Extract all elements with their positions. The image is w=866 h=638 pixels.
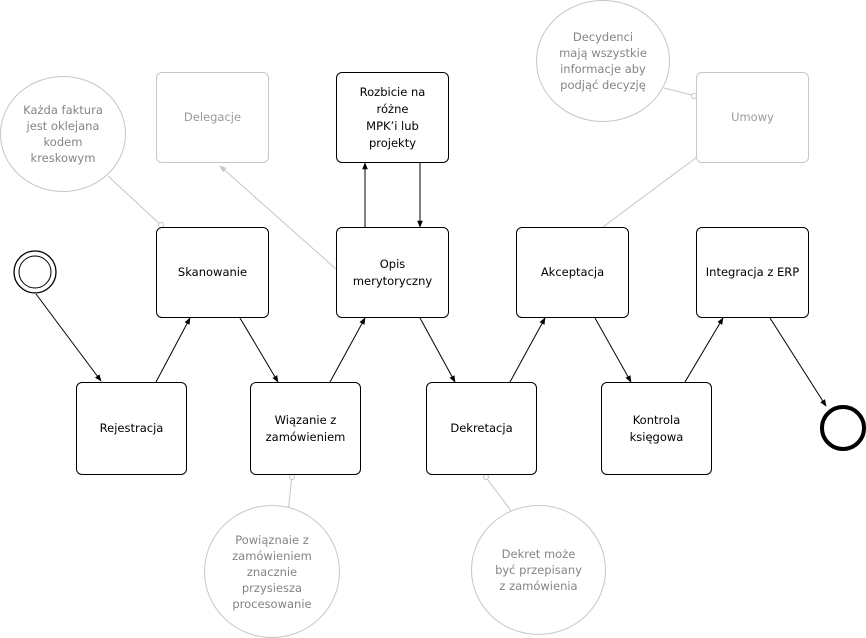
- note-decydenci-text: Decydenci mają wszystkie informacje aby …: [559, 30, 647, 92]
- arrow-opis-dekretacja: [419, 317, 456, 383]
- arrow-opis-delegacje: [219, 165, 337, 270]
- note-powiazanie: Powiąznaie z zamówieniem znacznie przysi…: [204, 505, 340, 638]
- note-faktura: Każda faktura jest oklejana kodem kresko…: [0, 76, 126, 192]
- arrow-akceptacja-kontrola: [594, 317, 632, 383]
- task-rozbicie-label: Rozbicie na różne MPK’i lub projekty: [359, 84, 426, 150]
- task-kontrola: Kontrola księgowa: [601, 382, 712, 475]
- arrow-rejestracja-skanowanie: [155, 317, 191, 383]
- note-dekret: Dekret może być przepisany z zamówienia: [471, 505, 606, 635]
- arrow-dekretacja-akceptacja: [509, 317, 546, 383]
- task-opis-label: Opis merytoryczny: [352, 256, 433, 288]
- note-dekret-text: Dekret może być przepisany z zamówienia: [495, 547, 582, 593]
- connector-akceptacja-umowy: [602, 156, 698, 228]
- note-anchor-powiazanie: [289, 474, 295, 480]
- note-anchor-dekret: [483, 474, 489, 480]
- task-integracja: Integracja z ERP: [696, 227, 809, 318]
- task-rejestracja: Rejestracja: [76, 382, 187, 475]
- task-dekretacja-label: Dekretacja: [450, 421, 513, 435]
- task-rejestracja-label: Rejestracja: [99, 421, 164, 435]
- end-event: [820, 405, 866, 451]
- task-wiazanie: Wiązanie z zamówieniem: [250, 382, 361, 475]
- external-delegacje: Delegacje: [156, 72, 269, 163]
- task-opis: Opis merytoryczny: [336, 227, 449, 318]
- arrow-start-rejestracja: [35, 293, 102, 382]
- task-integracja-label: Integracja z ERP: [705, 265, 800, 279]
- task-dekretacja: Dekretacja: [426, 382, 537, 475]
- start-event: [13, 250, 57, 294]
- arrow-wiazanie-opis: [329, 317, 366, 383]
- note-connector-decydenci: [663, 87, 697, 97]
- task-akceptacja-label: Akceptacja: [540, 265, 605, 279]
- note-connector-faktura: [107, 175, 164, 228]
- task-skanowanie: Skanowanie: [156, 227, 269, 318]
- task-skanowanie-label: Skanowanie: [177, 265, 248, 279]
- external-delegacje-label: Delegacje: [183, 110, 242, 124]
- external-umowy: Umowy: [696, 72, 809, 163]
- external-umowy-label: Umowy: [731, 110, 774, 124]
- note-decydenci: Decydenci mają wszystkie informacje aby …: [536, 0, 670, 122]
- task-rozbicie: Rozbicie na różne MPK’i lub projekty: [336, 72, 449, 163]
- note-powiazanie-text: Powiąznaie z zamówieniem znacznie przysi…: [232, 532, 312, 611]
- note-faktura-text: Każda faktura jest oklejana kodem kresko…: [23, 103, 103, 165]
- task-akceptacja: Akceptacja: [516, 227, 629, 318]
- task-wiazanie-label: Wiązanie z zamówieniem: [265, 412, 346, 444]
- arrow-kontrola-integracja: [684, 317, 724, 383]
- arrow-integracja-end: [769, 317, 827, 407]
- arrow-skanowanie-wiazanie: [239, 317, 279, 383]
- task-kontrola-label: Kontrola księgowa: [629, 412, 684, 444]
